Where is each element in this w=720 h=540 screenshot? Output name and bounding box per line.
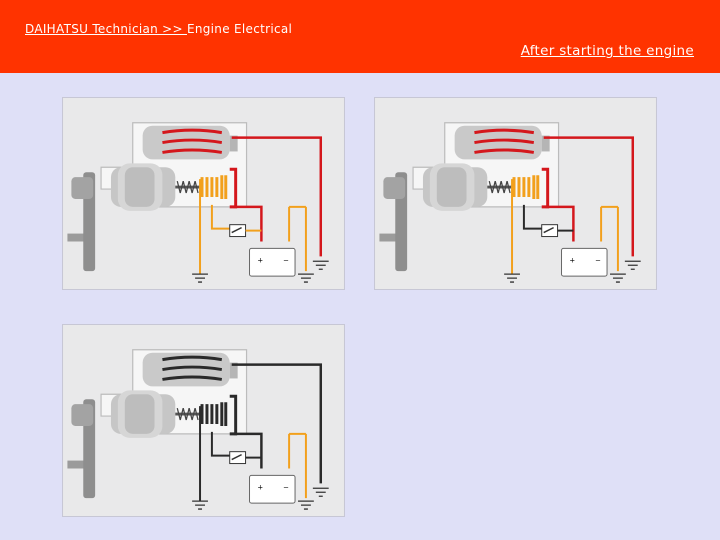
- breadcrumb-current: Engine Electrical: [186, 22, 293, 36]
- starter-diagram-2: + −: [374, 97, 657, 290]
- svg-text:−: −: [283, 483, 289, 491]
- starter-circuit-svg: + −: [63, 325, 344, 516]
- svg-text:−: −: [283, 256, 289, 264]
- starter-circuit-svg: + −: [63, 98, 344, 289]
- starter-diagram-1: + −: [62, 97, 345, 290]
- starter-diagram-3: + −: [62, 324, 345, 517]
- svg-text:+: +: [257, 483, 263, 491]
- svg-text:+: +: [257, 256, 263, 264]
- breadcrumb-home-link[interactable]: DAIHATSU Technician >>: [25, 22, 187, 36]
- svg-text:−: −: [595, 256, 601, 264]
- header-bar: DAIHATSU Technician >> Engine Electrical…: [0, 0, 720, 73]
- after-starting-link[interactable]: After starting the engine: [520, 43, 694, 59]
- breadcrumb: DAIHATSU Technician >> Engine Electrical: [25, 22, 292, 36]
- starter-circuit-svg: + −: [375, 98, 656, 289]
- svg-text:+: +: [569, 256, 575, 264]
